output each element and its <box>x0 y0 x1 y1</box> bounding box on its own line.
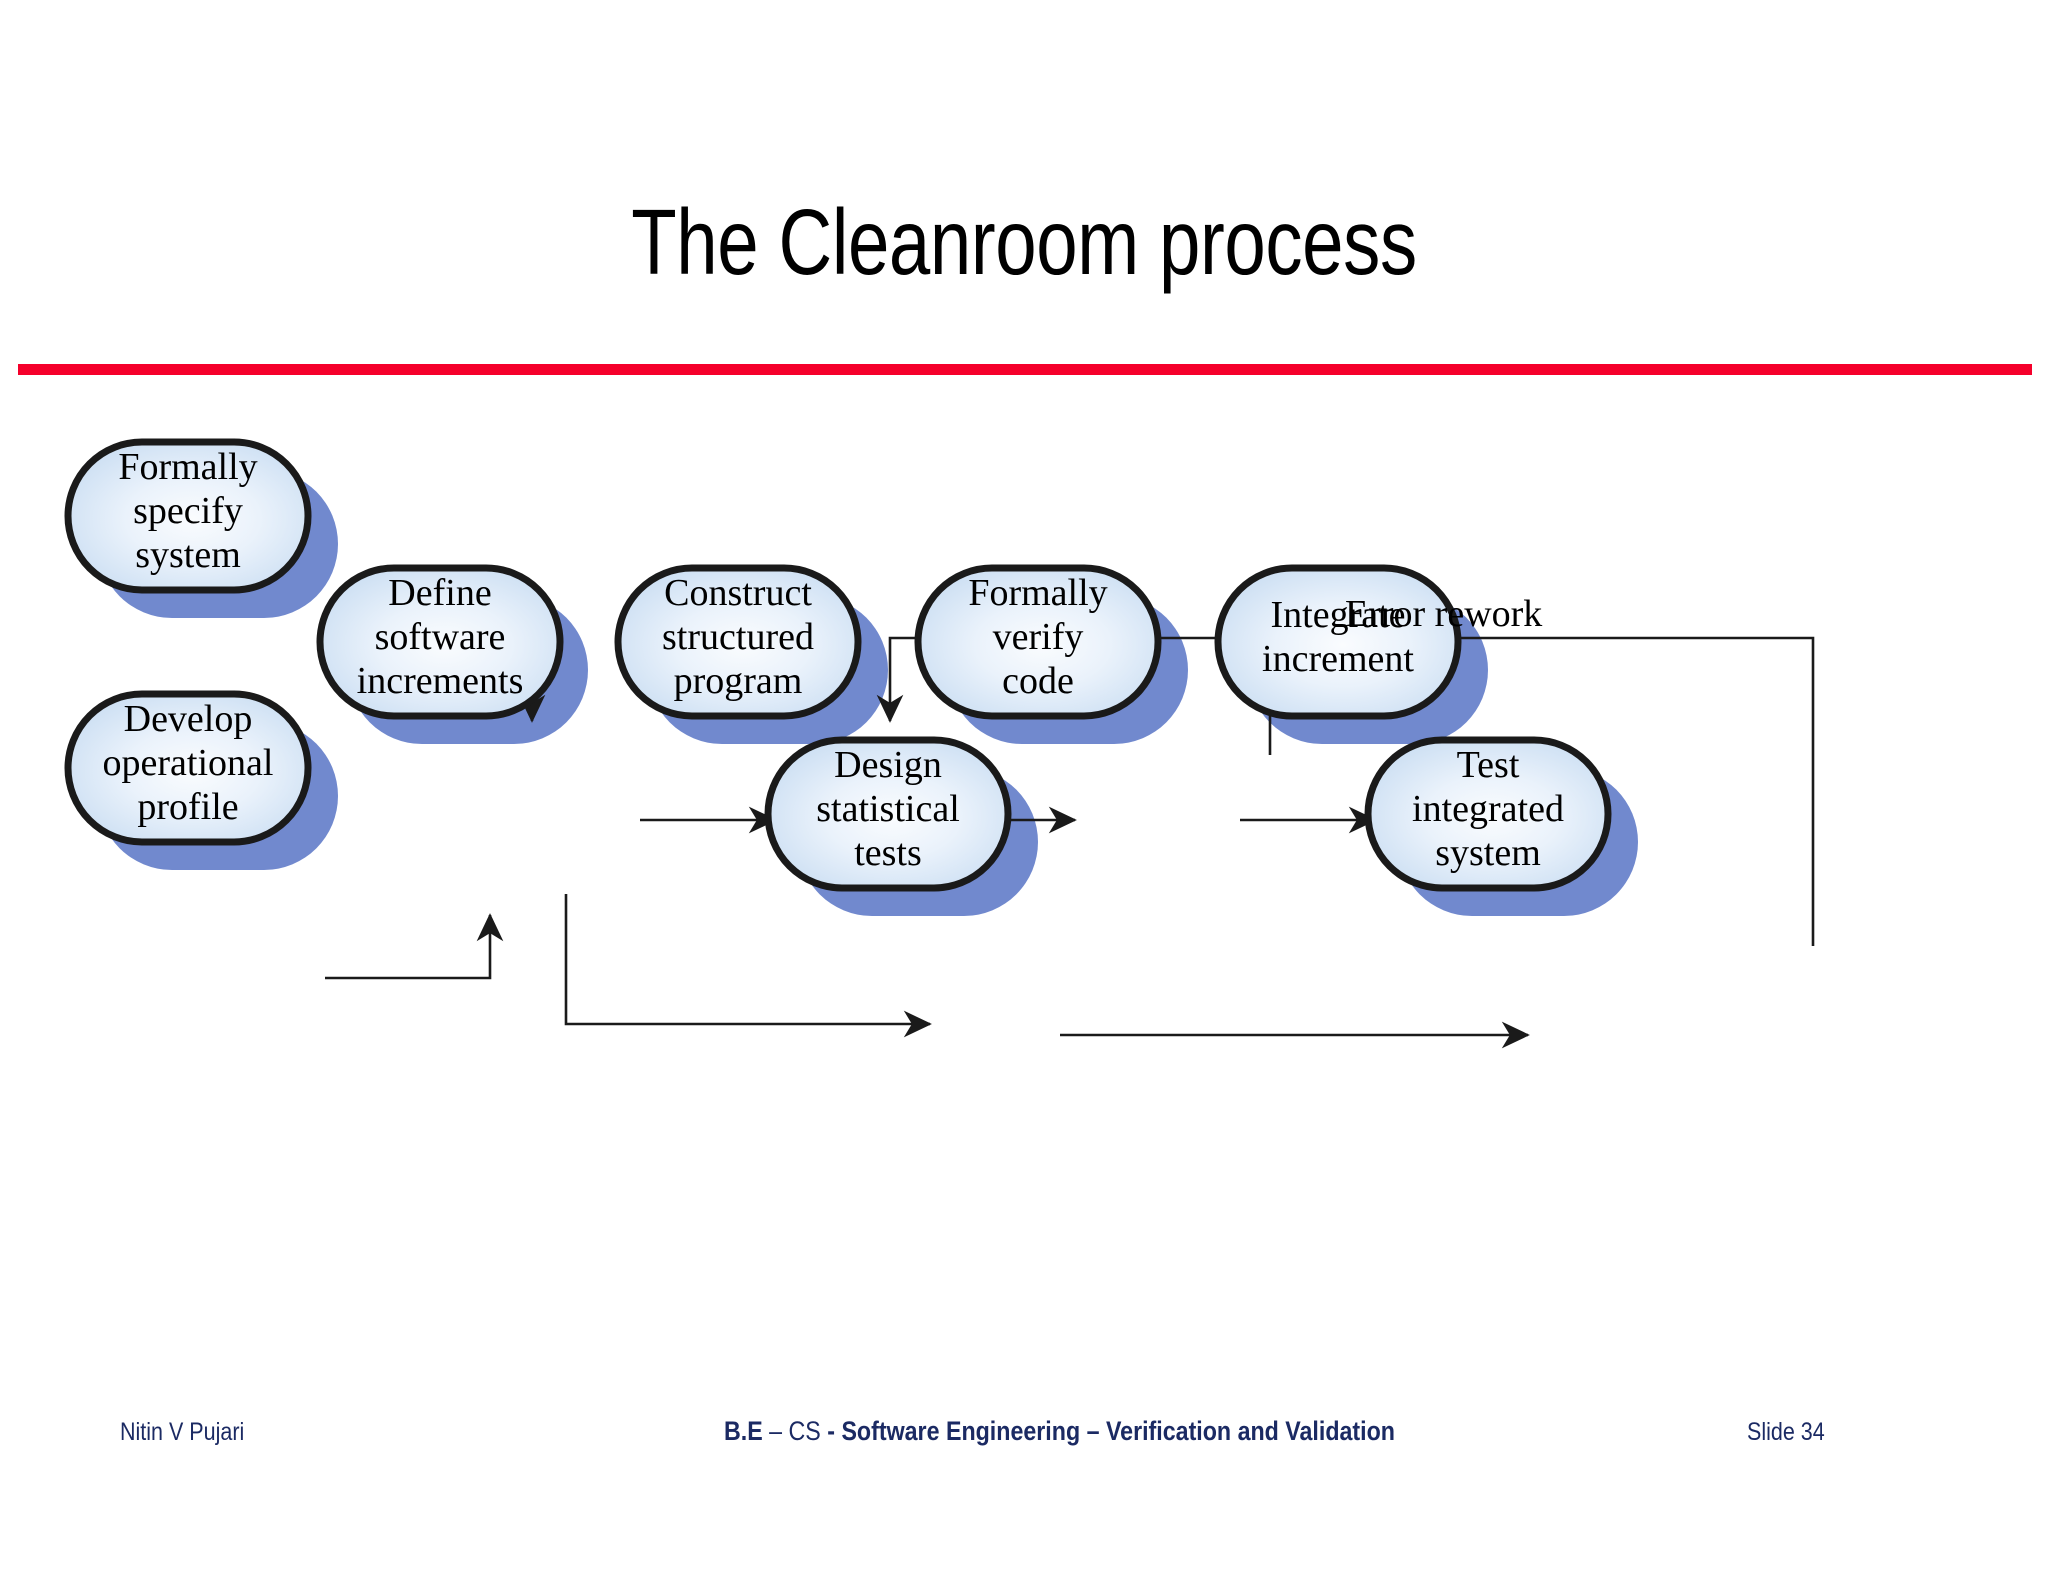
footer-course-degree: B.E <box>724 1416 763 1446</box>
node-formally-verify-code[interactable]: Formally verify code <box>914 564 1162 720</box>
footer-author: Nitin V Pujari <box>120 1418 245 1446</box>
node-formally-specify-system[interactable]: Formally specify system <box>64 438 312 594</box>
node-label-line: Design <box>834 744 942 786</box>
page-title: The Cleanroom process <box>631 190 1417 294</box>
error-rework-label: Error rework <box>1345 593 1542 635</box>
footer-course-branch: CS <box>788 1416 821 1446</box>
node-label-line: software <box>375 616 506 658</box>
footer-course: B.E – CS - Software Engineering – Verifi… <box>724 1416 1395 1447</box>
node-label-line: operational <box>103 742 274 784</box>
node-integrate-increment[interactable]: Integrate increment <box>1214 564 1462 720</box>
node-label-line: Test <box>1457 744 1520 786</box>
node-label-line: program <box>674 660 803 702</box>
node-label-line: specify <box>133 490 243 532</box>
edge-define-to-design <box>564 894 932 1038</box>
node-label-line: verify <box>993 616 1084 658</box>
node-develop-operational-profile[interactable]: Develop operational profile <box>64 690 312 846</box>
node-label-line: Develop <box>124 698 253 740</box>
title-divider-rule <box>18 364 2032 375</box>
node-label-line: profile <box>137 786 238 828</box>
node-label-line: system <box>1435 832 1541 874</box>
node-label-line: system <box>135 534 241 576</box>
footer-slide-number: Slide 34 <box>1747 1418 1825 1446</box>
footer-course-dash-2: - <box>820 1416 842 1446</box>
footer-course-subject: Software Engineering – Verification and … <box>841 1416 1395 1446</box>
node-label-line: integrated <box>1412 788 1564 830</box>
node-test-integrated-system[interactable]: Test integrated system <box>1364 736 1612 892</box>
node-label-line: increments <box>357 660 524 702</box>
node-design-statistical-tests[interactable]: Design statistical tests <box>764 736 1012 892</box>
nodes: Formally specify system Develop operatio… <box>64 438 1612 892</box>
node-label-line: Formally <box>968 572 1107 614</box>
node-label-line: Construct <box>664 572 812 614</box>
node-label-line: Define <box>388 572 491 614</box>
node-label-line: Integrate <box>1270 594 1405 636</box>
slide-footer: Nitin V Pujari B.E – CS - Software Engin… <box>0 1416 2048 1458</box>
node-label-line: Formally <box>118 446 257 488</box>
node-define-software-increments[interactable]: Define software increments <box>316 564 564 720</box>
node-construct-structured-program[interactable]: Construct structured program <box>614 564 862 720</box>
node-label-line: code <box>1002 660 1074 702</box>
node-label-line: structured <box>662 616 814 658</box>
node-label-line: tests <box>854 832 922 874</box>
edge-develop-to-define <box>325 913 504 980</box>
footer-course-dash-1: – <box>762 1416 789 1446</box>
node-label-line: statistical <box>816 788 960 830</box>
node-label-line: increment <box>1262 638 1414 680</box>
